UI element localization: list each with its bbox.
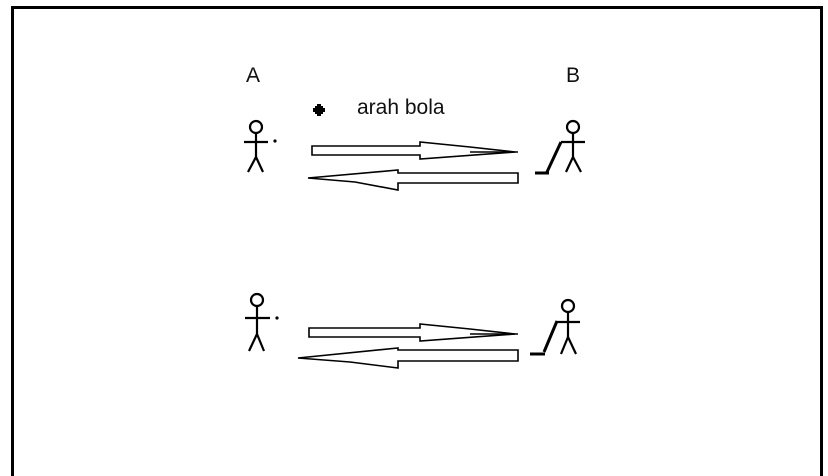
player-a-label: A [246, 64, 260, 87]
ball-icon [273, 139, 277, 143]
player-b-figure-top [535, 119, 585, 175]
hollow-arrow-icon-left-bottom [297, 347, 519, 369]
hollow-arrow-icon-left-top [307, 169, 519, 191]
diagram-frame [11, 6, 823, 476]
ball-marker-icon [313, 104, 325, 116]
player-a-figure-top [244, 119, 277, 173]
legend-label: arah bola [357, 96, 445, 119]
hollow-arrow-icon-right-bottom [308, 323, 518, 342]
player-a-figure-bottom [245, 292, 279, 352]
bat-icon [535, 141, 563, 175]
player-b-figure-bottom [530, 298, 580, 356]
ball-icon [275, 316, 279, 320]
hollow-arrow-icon-right-top [311, 141, 518, 160]
player-b-label: B [566, 64, 580, 87]
bat-icon [530, 320, 559, 356]
